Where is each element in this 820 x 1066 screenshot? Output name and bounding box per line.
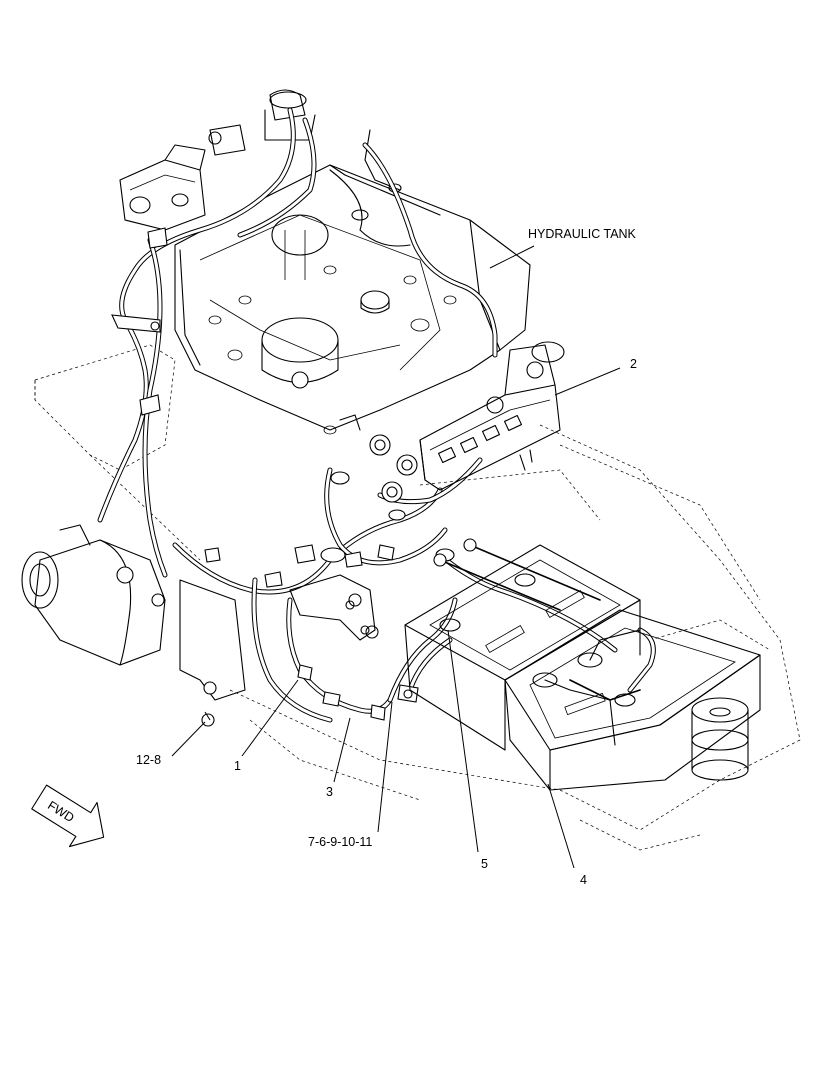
callout-7-6-9-10-11-label: 7-6-9-10-11	[308, 835, 372, 849]
callout-12-8-label: 12-8	[136, 753, 161, 767]
callout-2-label: 2	[630, 357, 637, 371]
callout-3-label: 3	[326, 785, 333, 799]
hydraulic-tank-assembly	[174, 129, 531, 435]
callout-4: 4	[547, 783, 587, 887]
callout-12-8: 12-8	[136, 721, 206, 767]
battery-front	[504, 609, 761, 791]
pump-valve-assembly	[119, 89, 316, 231]
callout-5-label: 5	[481, 857, 488, 871]
callout-2: 2	[554, 357, 637, 396]
battery-rear	[404, 544, 641, 751]
callout-1-label: 1	[234, 759, 241, 773]
machine-frame	[34, 344, 801, 851]
callout-1: 1	[234, 679, 299, 773]
callout-hydraulic-tank: HYDRAULIC TANK	[489, 227, 637, 269]
starter-motor	[21, 524, 246, 727]
relay-panel	[419, 341, 565, 491]
fwd-arrow-icon: FWD	[31, 784, 105, 848]
battery-hold-down	[433, 538, 641, 746]
callout-5: 5	[447, 629, 488, 871]
callout-4-label: 4	[580, 873, 587, 887]
harness-connectors	[291, 371, 455, 639]
callout-7-6-9-10-11: 7-6-9-10-11	[308, 701, 393, 849]
rubber-mount	[691, 697, 749, 781]
mounting-bracket	[289, 574, 376, 641]
callout-3: 3	[326, 717, 351, 799]
fwd-label: FWD	[45, 798, 77, 825]
harness-clips	[111, 227, 419, 721]
callout-hydraulic-tank-label: HYDRAULIC TANK	[528, 227, 637, 241]
